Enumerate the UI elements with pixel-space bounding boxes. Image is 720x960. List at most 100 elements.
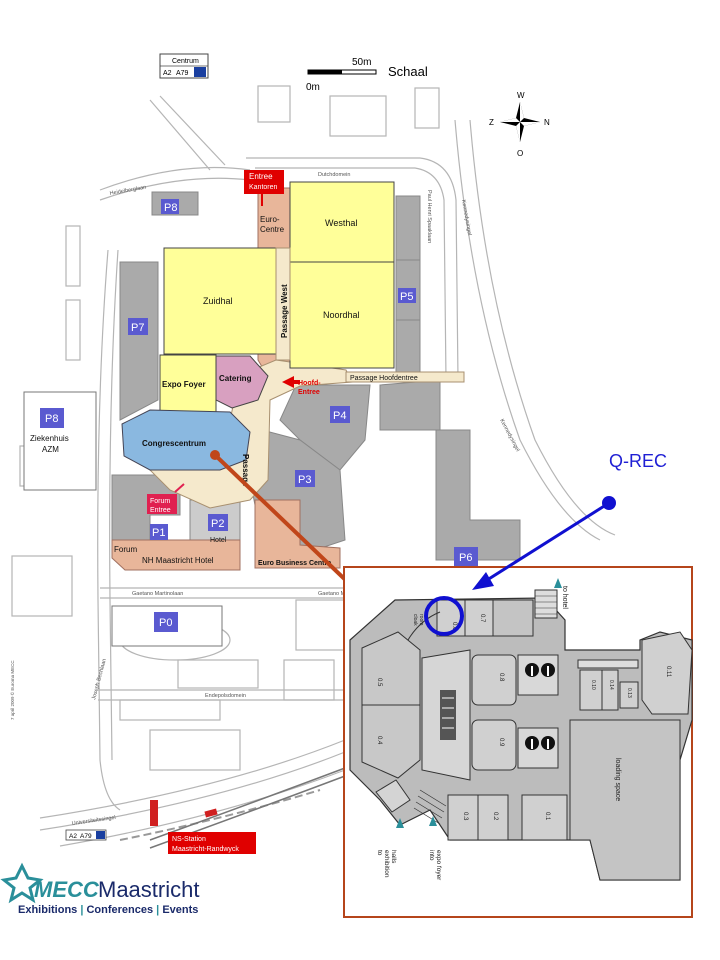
parking-p8	[40, 408, 64, 428]
street-endepolsdomein: Endepolsdomein	[205, 693, 246, 699]
label-westhal: Westhal	[325, 218, 357, 228]
room-label-0.2: 0.2	[492, 812, 498, 821]
route-sign-top: Centrum A2 A79	[159, 53, 209, 79]
compass-right: N	[544, 118, 550, 127]
parking-label-p6: P6	[459, 552, 472, 564]
parking-label-p3: P3	[298, 474, 311, 486]
label-euro-centre-1: Euro-	[260, 215, 280, 224]
parking-label-p1: P1	[152, 527, 165, 539]
room-0.14	[601, 669, 619, 711]
nh-hotel-block	[111, 539, 241, 571]
tagline-exhibitions: Exhibitions	[18, 904, 77, 916]
parking-p6	[454, 547, 478, 567]
q-rec-pointer: Q-REC	[472, 451, 667, 590]
compass-rose-icon: W N O Z	[489, 91, 550, 158]
hall-noordhal	[289, 261, 395, 369]
to-exhibition-3: halls	[390, 850, 397, 864]
arrow-icon-hoofd-entree	[282, 376, 300, 388]
parking-label-p8: P8	[45, 413, 58, 425]
room-0.1	[521, 794, 568, 841]
room-label-0.3: 0.3	[462, 812, 468, 821]
label-noordhal: Noordhal	[323, 310, 360, 320]
pointer-line	[213, 453, 358, 592]
parking-badges: P8 P7 P5 P4 P3 P2 P1 P6 P0 P8	[40, 199, 478, 632]
star-logo-icon	[0, 862, 44, 904]
street-heidelberg: Heidelberglaan	[109, 185, 146, 197]
label-expo-foyer: Expo Foyer	[162, 380, 206, 389]
parking-label-p2: P2	[211, 518, 224, 530]
station-platform-right	[204, 808, 218, 818]
compass-left: Z	[489, 118, 494, 127]
brand-mecc: MECC	[34, 877, 100, 902]
to-exhibition-2: exhibition	[383, 850, 390, 878]
sign-bottom-a2: A2	[69, 833, 77, 840]
entrance-signs: Entree Kantoren Hoofd- Entree Forum Entr…	[65, 170, 321, 854]
sign-forum-entree	[147, 494, 177, 514]
sign-ns-station-1: NS-Station	[172, 836, 206, 843]
label-passage-west: Passage West	[280, 284, 289, 338]
sign-bottom-a79: A79	[80, 833, 92, 840]
parking-p8-top	[161, 199, 179, 214]
room-0.9	[471, 719, 517, 771]
room-label-0.8: 0.8	[498, 673, 504, 682]
sign-hoofd-entree-1: Hoofd-	[298, 380, 321, 387]
room-label-0.9: 0.9	[498, 738, 504, 747]
scale-min: 0m	[306, 82, 320, 93]
parking-p5	[398, 288, 416, 303]
floorplan-inset: 0.6 0.7 0.5 0.4 0.8 0.9 0.3 0.2 0.1 0.10…	[343, 566, 693, 918]
into-expo-2: expo foyer	[435, 850, 442, 881]
room-0.7	[464, 599, 494, 637]
station-platform-left	[150, 800, 158, 826]
room-0.2	[477, 794, 509, 841]
sign-centrum: Centrum	[172, 58, 199, 65]
hall-expo-foyer	[159, 354, 217, 414]
parking-p3	[295, 470, 315, 487]
street-kennedysingel-top: Kennedysingel	[460, 199, 472, 236]
label-congrescentrum: Congrescentrum	[142, 439, 206, 448]
room-label-0.4: 0.4	[376, 736, 382, 745]
room-0.11	[641, 631, 693, 715]
arrow-icon-exhibition	[396, 818, 404, 828]
sign-forum-entree-2: Entree	[150, 507, 171, 514]
cloak-room-1: cloak	[412, 614, 418, 626]
compass-bottom: O	[517, 149, 523, 158]
parking-label-p8-top: P8	[164, 202, 177, 214]
parking-p7	[128, 318, 148, 335]
tagline-events: Events	[162, 904, 198, 916]
to-exhibition-1: to	[376, 850, 383, 856]
parking-label-p4: P4	[333, 410, 346, 422]
sign-entree-kantoren-2: Kantoren	[249, 184, 278, 191]
sign-ns-station-2: Maastricht-Randwyck	[172, 846, 239, 853]
room-0.8	[471, 654, 517, 706]
mecc-logo: MECC Maastricht Exhibitions | Conference…	[0, 862, 199, 916]
label-euro-centre-2: Centre	[260, 225, 285, 234]
to-hotel-label: to hotel	[561, 586, 568, 609]
room-label-0.13: 0.13	[626, 688, 632, 698]
room-label-0.5: 0.5	[376, 678, 382, 687]
label-zuidhal: Zuidhal	[203, 296, 233, 306]
room-0.3	[447, 794, 479, 841]
label-catering: Catering	[219, 374, 252, 383]
parking-p2	[208, 514, 228, 531]
hall-zuidhal	[163, 247, 277, 355]
sign-hoofd-entree-2: Entree	[298, 389, 320, 396]
room-label-0.11: 0.11	[665, 666, 671, 678]
label-nh-hotel: NH Maastricht Hotel	[142, 556, 214, 565]
street-kennedysingel-mid: Kennedysingel	[498, 418, 520, 453]
parking-p1	[150, 524, 168, 540]
hall-catering	[215, 355, 269, 409]
sign-entree-kantoren-1: Entree	[249, 172, 273, 181]
street-dutchdomein: Dutchdomein	[318, 172, 350, 178]
sign-route-a79: A79	[176, 70, 189, 77]
hall-westhal	[289, 181, 395, 263]
scale-bar: 50m 0m Schaal	[306, 57, 428, 93]
tagline-sep-1: |	[77, 904, 86, 916]
parking-label-p7: P7	[131, 322, 144, 334]
loading-space	[569, 719, 681, 881]
parking-p0	[154, 612, 178, 632]
label-ziekenhuis-1: Ziekenhuis	[30, 434, 69, 443]
room-label-0.1: 0.1	[544, 812, 550, 821]
route-sign-bottom	[65, 829, 107, 841]
brand-maastricht: Maastricht	[98, 877, 199, 902]
